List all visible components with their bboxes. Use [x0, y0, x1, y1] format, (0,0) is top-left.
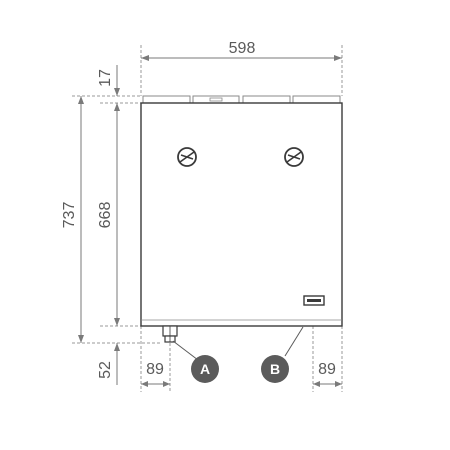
- width-dimension: 598: [140, 40, 343, 96]
- top-connectors: [142, 95, 341, 104]
- left-offset-dimension: 89: [141, 361, 170, 387]
- unit-body: [140, 102, 343, 327]
- bottom-offset-dimension: 52: [97, 343, 120, 385]
- total-height-label: 737: [61, 202, 78, 229]
- left-offset-label: 89: [146, 361, 164, 378]
- leader-a: [172, 340, 199, 361]
- display-panel-icon: [303, 295, 325, 306]
- badge-a: A: [191, 355, 219, 383]
- top-offset-label: 17: [97, 69, 114, 87]
- body-height-label: 668: [97, 202, 114, 229]
- top-offset-dimension: 17: [97, 65, 120, 96]
- right-offset-label: 89: [318, 361, 336, 378]
- right-offset-dimension: 89: [313, 361, 342, 387]
- total-height-dimension: 737: [61, 96, 84, 343]
- width-label: 598: [229, 40, 256, 57]
- svg-text:A: A: [200, 361, 210, 377]
- badge-b: B: [261, 355, 289, 383]
- bottom-offset-label: 52: [97, 361, 114, 379]
- pipe-connector-a: [162, 325, 178, 343]
- leader-b: [284, 326, 304, 357]
- body-height-dimension: 668: [97, 103, 120, 326]
- left-knob-icon: [177, 147, 197, 167]
- svg-text:B: B: [270, 361, 280, 377]
- right-knob-icon: [284, 147, 304, 167]
